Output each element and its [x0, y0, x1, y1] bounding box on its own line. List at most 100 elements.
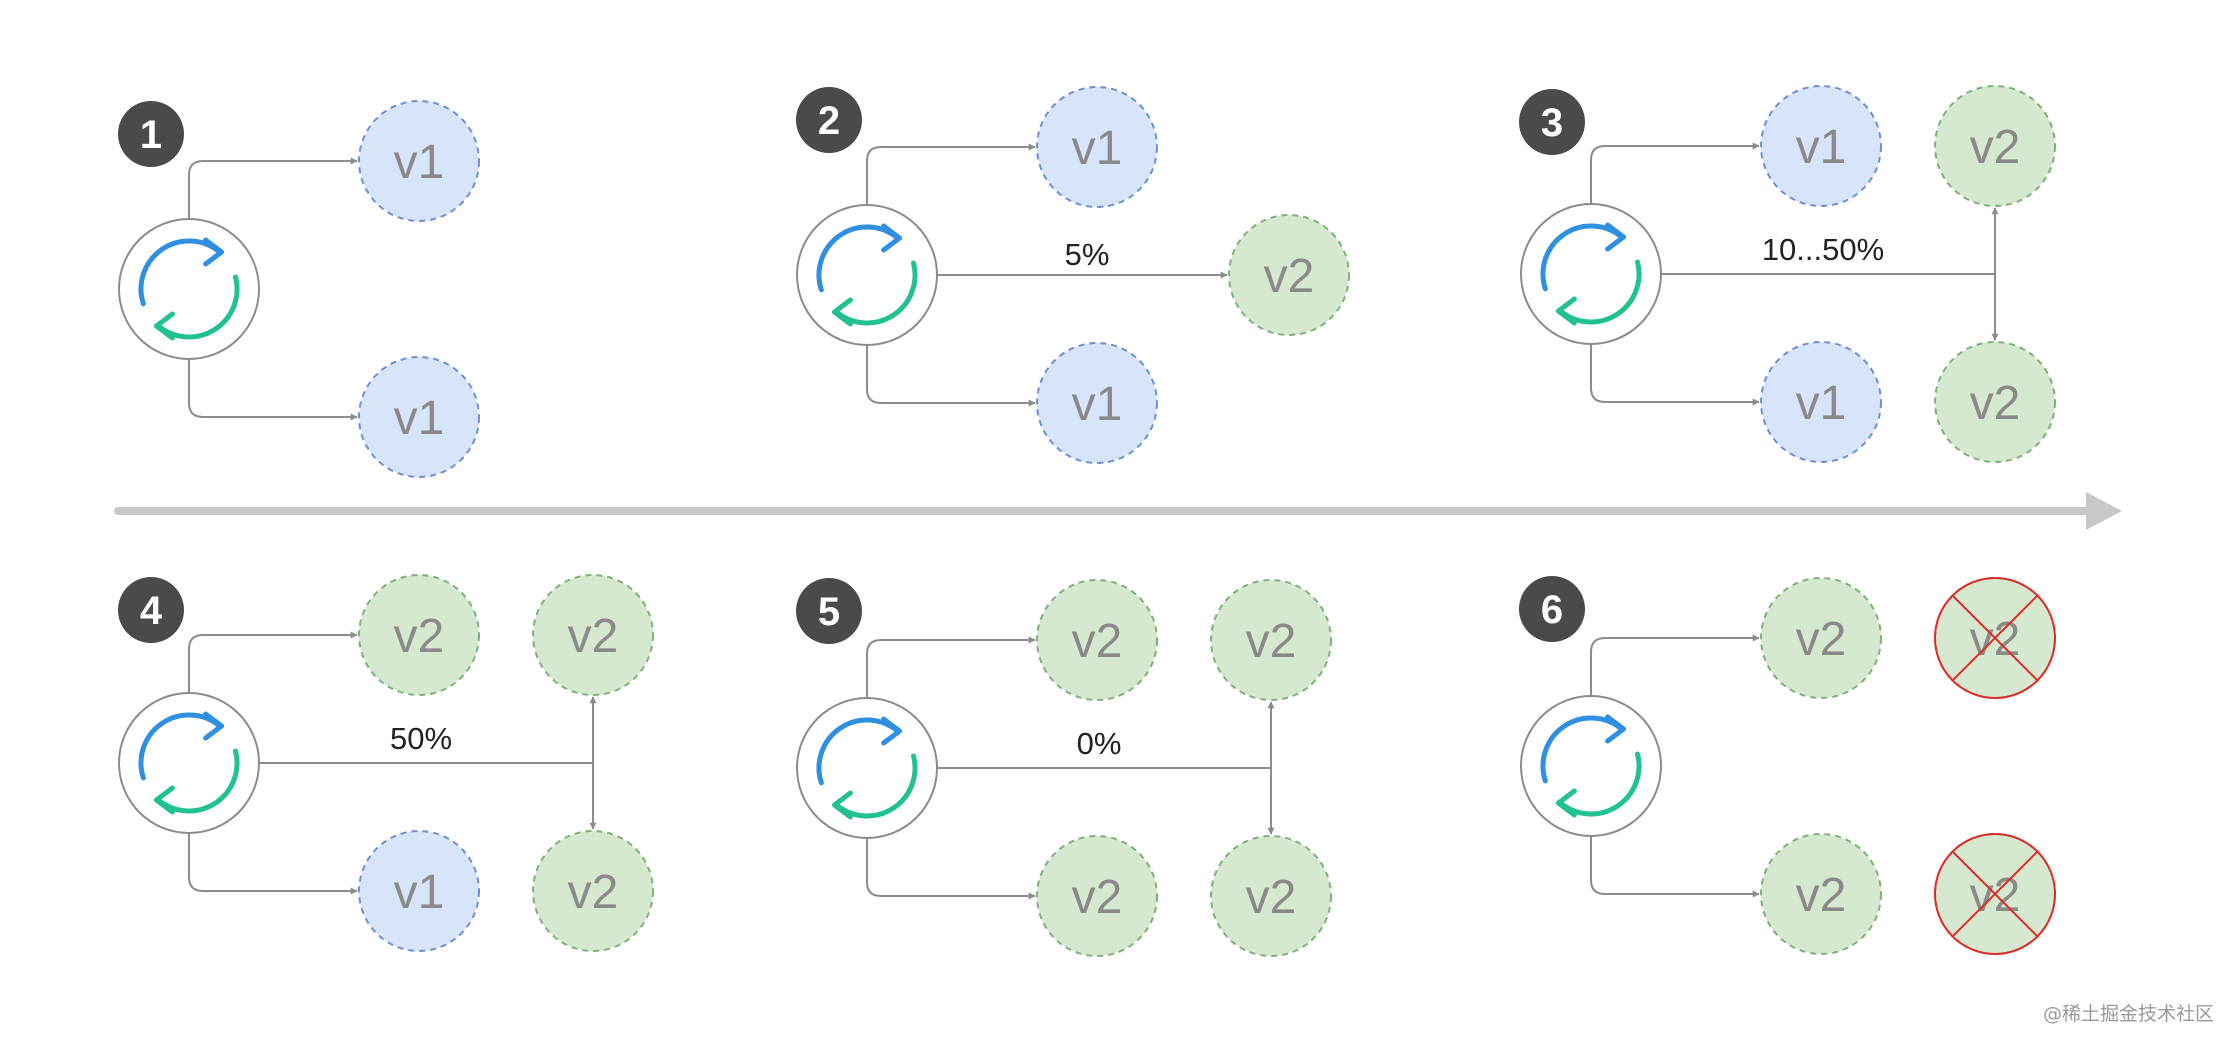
- traffic-percent-label: 0%: [1077, 726, 1122, 761]
- node-label: v2: [1970, 121, 2021, 174]
- node-top-v1: v1: [1760, 85, 1882, 207]
- router-arrowhead-green: [1555, 296, 1577, 326]
- node-label: v1: [394, 136, 445, 189]
- node-label: v2: [1264, 250, 1315, 303]
- node-label: v2: [1072, 871, 1123, 924]
- node-circle: [1036, 342, 1158, 464]
- router: [118, 218, 260, 360]
- timeline-arrow: [114, 492, 2122, 530]
- router-arrowhead-blue: [1605, 714, 1627, 744]
- node-label: v1: [394, 392, 445, 445]
- step-badge: 3: [1519, 89, 1585, 155]
- step-panel-1: 1 v1 v1: [118, 100, 480, 478]
- route-top-arrow: [866, 636, 1036, 698]
- node-top-v2: v2: [1760, 577, 1882, 699]
- router-arc-green: [155, 274, 240, 340]
- node-circle: [1760, 577, 1882, 699]
- node-circle: [1036, 86, 1158, 208]
- step-badge-circle: [118, 101, 184, 167]
- node-circle: [1036, 835, 1158, 957]
- node-split-top-v2: v2: [1934, 85, 2056, 207]
- node-circle: [358, 356, 480, 478]
- node-bottom-v1: v1: [1760, 341, 1882, 463]
- node-label: v2: [568, 610, 619, 663]
- watermark: @稀土掘金技术社区: [2043, 1003, 2214, 1025]
- router-arrowhead-blue: [203, 711, 225, 741]
- remove-ring: [1934, 577, 2056, 699]
- router-arc-green: [1557, 259, 1642, 325]
- router: [1520, 695, 1662, 837]
- refresh-cycle-icon: [1540, 714, 1642, 818]
- step-badge-circle: [796, 578, 862, 644]
- node-split-bottom-v2: v2: [1934, 341, 2056, 463]
- step-badge-circle: [796, 87, 862, 153]
- route-bottom-arrow: [866, 838, 1036, 900]
- node-label: v1: [1796, 121, 1847, 174]
- router-arc-green: [155, 748, 240, 814]
- step-number: 1: [140, 113, 162, 157]
- router-arrowhead-green: [1555, 788, 1577, 818]
- route-top-arrow: [1590, 634, 1760, 696]
- node-label: v2: [568, 866, 619, 919]
- router-arc-blue: [1540, 715, 1625, 784]
- node-split-top-v2: v2: [1210, 579, 1332, 701]
- traffic-percent-label: 50%: [390, 721, 452, 756]
- remove-line-b: [1951, 850, 2039, 938]
- remove-ring: [1934, 833, 2056, 955]
- route-top-arrow: [188, 631, 358, 693]
- cross-icon: [1934, 833, 2056, 955]
- route-bottom-arrow: [188, 833, 358, 895]
- step-number: 5: [818, 590, 840, 634]
- node-bottom-v1: v1: [358, 830, 480, 952]
- step-number: 3: [1541, 101, 1563, 145]
- node-circle: [532, 574, 654, 696]
- router-arc-blue: [138, 238, 223, 307]
- node-circle: [1760, 85, 1882, 207]
- node-bottom-v2: v2: [1036, 835, 1158, 957]
- traffic-percent-label: 5%: [1065, 237, 1110, 272]
- node-top-v2: v2: [358, 574, 480, 696]
- router: [118, 692, 260, 834]
- router-arc-green: [833, 753, 918, 819]
- router-arrowhead-green: [831, 297, 853, 327]
- router-arrowhead-green: [831, 790, 853, 820]
- route-bottom-arrow: [1590, 344, 1760, 406]
- node-split-bottom-v2: v2: [1210, 835, 1332, 957]
- node-top-v1: v1: [1036, 86, 1158, 208]
- router-arrowhead-blue: [881, 223, 903, 253]
- node-label: v2: [1796, 869, 1847, 922]
- router: [796, 697, 938, 839]
- cross-icon: [1934, 577, 2056, 699]
- step-number: 2: [818, 99, 840, 143]
- refresh-cycle-icon: [138, 237, 240, 341]
- router: [1520, 203, 1662, 345]
- refresh-cycle-icon: [816, 716, 918, 820]
- node-split-bottom-v2: v2: [532, 830, 654, 952]
- node-circle: [358, 830, 480, 952]
- traffic-percent-label: 10...50%: [1762, 232, 1884, 267]
- refresh-cycle-icon: [138, 711, 240, 815]
- route-top-arrow: [1590, 142, 1760, 204]
- step-number: 4: [140, 589, 163, 633]
- step-panel-3: 3 v1 v1 10...50% v2 v2: [1519, 85, 2056, 463]
- route-bottom-arrow: [1590, 836, 1760, 898]
- router-arc-blue: [816, 224, 901, 293]
- node-bottom-v2: v2: [1760, 833, 1882, 955]
- node-label: v1: [394, 866, 445, 919]
- step-badge: 6: [1519, 576, 1585, 642]
- node-circle: [1210, 835, 1332, 957]
- node-removed-bottom: v2: [1934, 833, 2056, 955]
- step-panel-4: 4 v2 v1 50% v2 v2: [118, 574, 654, 952]
- router-arrowhead-green: [153, 311, 175, 341]
- step-badge: 4: [118, 577, 184, 643]
- node-circle: [1228, 214, 1350, 336]
- router-arc-blue: [138, 712, 223, 781]
- router-arc-green: [1557, 751, 1642, 817]
- refresh-cycle-icon: [816, 223, 918, 327]
- node-circle: [1934, 341, 2056, 463]
- node-label: v2: [1970, 377, 2021, 430]
- node-circle: [1760, 833, 1882, 955]
